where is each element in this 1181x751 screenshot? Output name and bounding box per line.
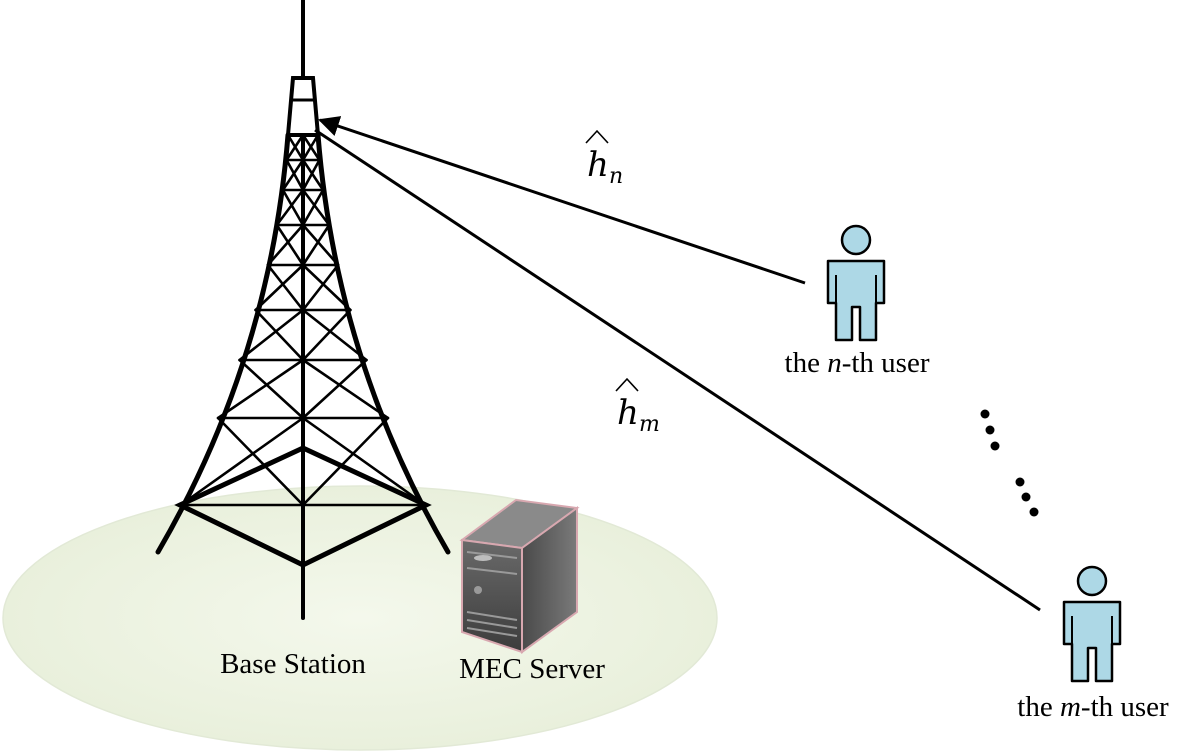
svg-text:h: h [617,393,639,433]
tower-brace [275,223,305,267]
mec-server-label: MEC Server [459,653,605,685]
tower-brace [301,416,427,507]
tower-brace [266,223,305,267]
channel-label-n: h n [585,129,623,189]
tower-brace [275,188,305,227]
link-user-n [318,116,806,285]
tower-brace [301,416,390,507]
tower-brace [301,263,352,312]
tower-brace [281,188,305,227]
base-station-label: Base Station [220,648,366,680]
tower-brace [254,263,305,312]
tower-brace [238,358,305,420]
tower-brace [266,263,305,312]
tower-brace [301,358,368,420]
server-icon [459,498,580,654]
tower-brace [285,158,305,192]
tower-brace [301,263,340,312]
tower-brace [281,158,305,192]
tower-brace [301,188,331,227]
tower-brace [301,158,321,192]
svg-text:n: n [609,164,623,189]
tower-brace [254,308,305,362]
tower-brace [285,133,305,162]
user-icon [826,224,886,342]
tower-brace [301,308,368,362]
tower-brace [301,308,352,362]
svg-text:m: m [639,412,660,437]
more-users-ellipsis [980,409,1039,517]
user-m-label: the m-th user [1017,691,1169,723]
tower-brace [301,133,321,162]
user-icon [1062,565,1122,683]
tower-brace [301,223,340,267]
tower-brace [216,416,305,507]
tower-brace [179,416,305,507]
coverage-area [2,485,718,751]
svg-text:h: h [587,145,609,185]
tower-brace [301,188,325,227]
tower-brace [301,223,331,267]
channel-label-m: h m [615,377,660,437]
channel-links [314,116,1041,612]
user-n-label: the n-th user [785,347,930,379]
link-user-m [314,128,1041,612]
tower-brace [238,308,305,362]
tower-icon [155,0,451,620]
tower-brace [301,158,325,192]
tower-brace [301,358,390,420]
tower-brace [216,358,305,420]
